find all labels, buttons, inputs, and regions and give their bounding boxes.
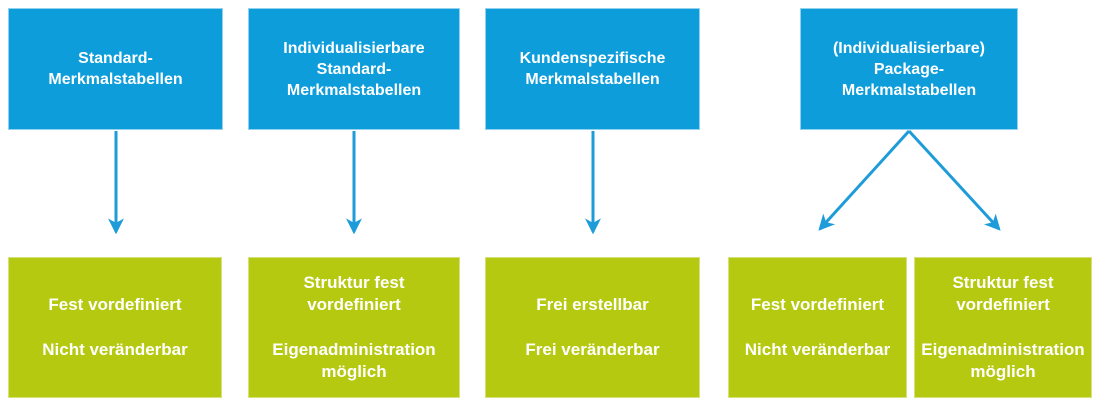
arrow-package-left: [818, 129, 911, 231]
box-text-line: möglich: [970, 362, 1036, 381]
box-text-line: (Individualisierbare): [832, 39, 986, 57]
box-standard-merkmalstabellen: Standard- Merkmalstabellen: [8, 8, 223, 130]
box-text-line: vordefiniert: [307, 295, 401, 314]
box-text-line: Fest vordefiniert: [750, 295, 885, 314]
box-text-line: Individualisierbare: [283, 39, 425, 57]
box-kundenspezifische-merkmalstabellen: Kundenspezifische Merkmalstabellen: [485, 8, 700, 130]
box-text-line: möglich: [321, 362, 387, 381]
box-struktur-fest-vordefiniert-2: Struktur fest vordefiniert Eigenadminist…: [914, 257, 1092, 398]
box-text-line: Fest vordefiniert: [48, 295, 182, 314]
box-paragraph: Eigenadministration möglich: [272, 339, 435, 383]
box-text-line: Frei veränderbar: [525, 340, 660, 359]
box-text-line: Nicht veränderbar: [42, 340, 188, 359]
box-text-line: Merkmalstabellen: [841, 81, 977, 99]
box-text-line: Eigenadministration: [272, 340, 436, 359]
box-paragraph: Struktur fest vordefiniert: [303, 272, 404, 316]
box-text-line: Frei erstellbar: [536, 295, 649, 314]
box-frei-erstellbar: Frei erstellbar Frei veränderbar: [485, 257, 700, 398]
box-text-line: Merkmalstabellen: [525, 71, 660, 88]
box-package-merkmalstabellen: (Individualisierbare) Package- Merkmalst…: [800, 8, 1018, 130]
box-text-line: Kundenspezifische: [519, 50, 666, 67]
box-paragraph: Eigenadministration möglich: [921, 339, 1084, 383]
box-text-line: Struktur fest: [303, 273, 405, 292]
box-paragraph: Fest vordefiniert: [751, 294, 884, 316]
box-text-line: Struktur fest: [952, 273, 1054, 292]
box-text-line: Merkmalstabellen: [286, 81, 422, 99]
box-paragraph: Nicht veränderbar: [42, 339, 188, 361]
box-fest-vordefiniert-1: Fest vordefiniert Nicht veränderbar: [8, 257, 222, 398]
box-struktur-fest-vordefiniert-1: Struktur fest vordefiniert Eigenadminist…: [248, 257, 460, 398]
box-individualisierbare-standard-merkmalstabellen: Individualisierbare Standard- Merkmalsta…: [248, 8, 460, 130]
box-text-line: Eigenadministration: [921, 340, 1085, 359]
box-text-line: Standard-: [316, 60, 392, 78]
box-text-line: vordefiniert: [956, 295, 1050, 314]
box-text-line: Package-: [873, 60, 945, 78]
box-paragraph: Frei veränderbar: [525, 339, 659, 361]
box-paragraph: Struktur fest vordefiniert: [952, 272, 1053, 316]
arrow-package-right: [907, 129, 1001, 231]
box-text-line: Standard-: [78, 50, 153, 67]
box-paragraph: Frei erstellbar: [536, 294, 648, 316]
box-paragraph: Nicht veränderbar: [745, 339, 891, 361]
box-text-line: Nicht veränderbar: [744, 340, 891, 359]
box-text-line: Merkmalstabellen: [48, 71, 183, 88]
box-paragraph: Fest vordefiniert: [48, 294, 181, 316]
box-fest-vordefiniert-2: Fest vordefiniert Nicht veränderbar: [728, 257, 907, 398]
